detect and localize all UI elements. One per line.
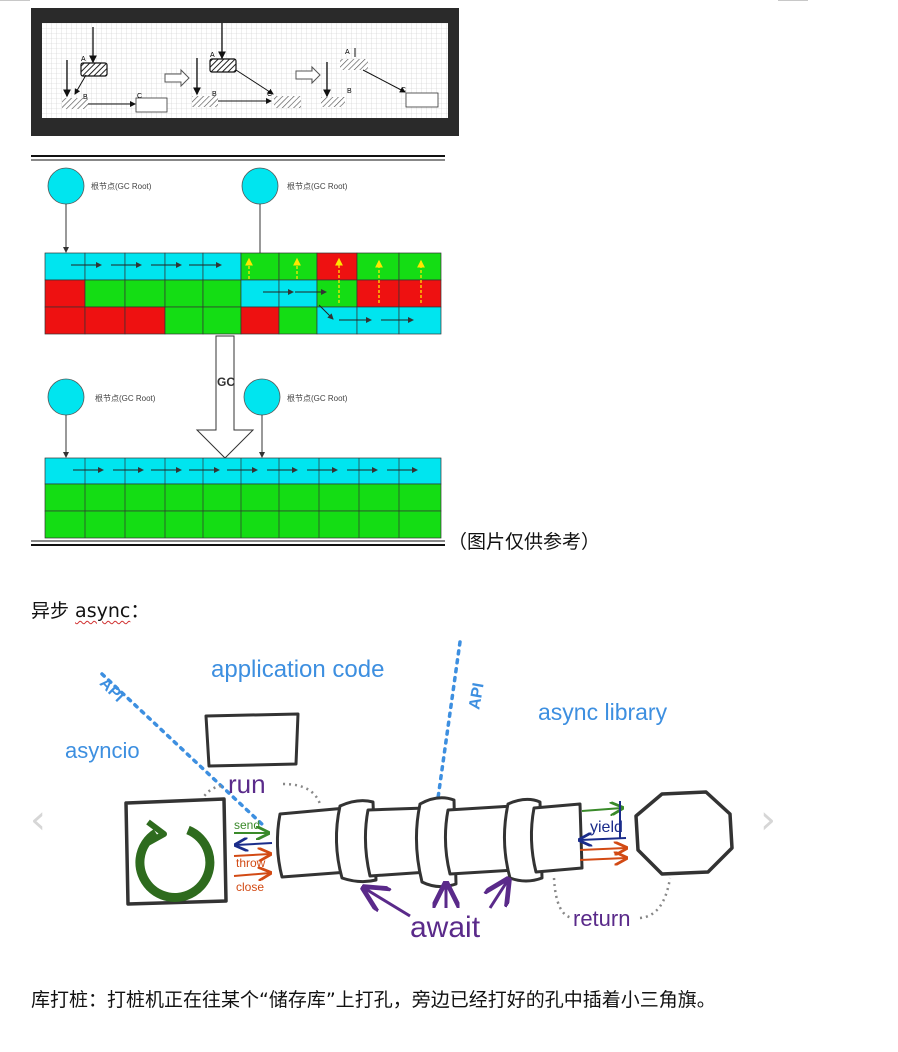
gc-root-figure: 根节点(GC Root) 根节点(GC Root)	[31, 155, 445, 546]
label-a-1: A	[81, 56, 86, 63]
label-c-2: C	[267, 91, 272, 98]
api-left-label: API	[96, 675, 127, 706]
label-b-2: B	[212, 91, 217, 98]
label-c-1: C	[137, 93, 142, 100]
label-c-3: C	[401, 87, 406, 94]
asyncio-label: asyncio	[65, 738, 140, 763]
run-label: run	[228, 769, 266, 799]
await-label: await	[410, 911, 481, 944]
prev-icon[interactable]: ‹	[30, 797, 46, 843]
page-corner-left	[0, 0, 30, 4]
close-label: close	[236, 880, 264, 894]
label-b-1: B	[83, 94, 88, 101]
async-heading: 异步 async：	[31, 596, 149, 623]
memory-compaction-figure: A B C A B C A B C	[31, 8, 459, 136]
label-a-3: A	[345, 49, 350, 56]
label-b-3: B	[347, 88, 352, 95]
root-label-1: 根节点(GC Root)	[91, 181, 152, 191]
heap-grid-before	[44, 252, 442, 335]
gc-label: GC	[217, 375, 235, 389]
throw-label: throw	[236, 856, 266, 870]
page-corner-right	[778, 0, 808, 4]
bottom-paragraph: 库打桩：打桩机正在往某个“储存库”上打孔，旁边已经打好的孔中插着小三角旗。	[31, 989, 716, 1011]
yield-label: yield	[590, 819, 623, 836]
api-right-label: API	[466, 682, 487, 711]
async-library-label: async library	[538, 699, 668, 725]
root-label-2: 根节点(GC Root)	[287, 181, 348, 191]
async-heading-prefix: 异步	[31, 600, 76, 622]
root-label-4: 根节点(GC Root)	[287, 393, 348, 403]
async-heading-suffix: ：	[130, 600, 150, 622]
async-heading-word: async	[75, 600, 131, 622]
send-label: send	[234, 818, 260, 832]
next-icon[interactable]: ›	[760, 797, 776, 843]
return-label: return	[573, 906, 630, 931]
application-code-label: application code	[211, 656, 384, 683]
async-diagram: application code async library asyncio A…	[65, 640, 734, 944]
label-a-2: A	[210, 52, 215, 59]
root-label-3: 根节点(GC Root)	[95, 393, 156, 403]
figure-caption: （图片仅供参考）	[448, 531, 601, 553]
